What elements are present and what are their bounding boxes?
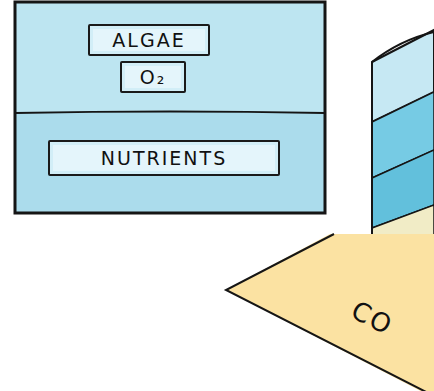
- label-box: ALGAE: [88, 24, 210, 56]
- box-label: NUTRIENTS: [101, 147, 227, 169]
- box-label: O₂: [140, 66, 167, 88]
- label-box: O₂: [120, 61, 186, 93]
- sheet-fill: [226, 234, 434, 391]
- box-label: ALGAE: [112, 29, 185, 51]
- tank-outline: [15, 2, 325, 213]
- label-box: NUTRIENTS: [48, 140, 280, 176]
- lower-band: [15, 112, 325, 213]
- band-divider: [15, 112, 325, 114]
- sheet-edge: [226, 234, 434, 391]
- container-rim: [372, 32, 434, 62]
- container-edge: [371, 62, 373, 236]
- sheet-outline: [222, 228, 434, 391]
- upper-band: [15, 2, 325, 112]
- ground-sheet: CO: [222, 228, 434, 391]
